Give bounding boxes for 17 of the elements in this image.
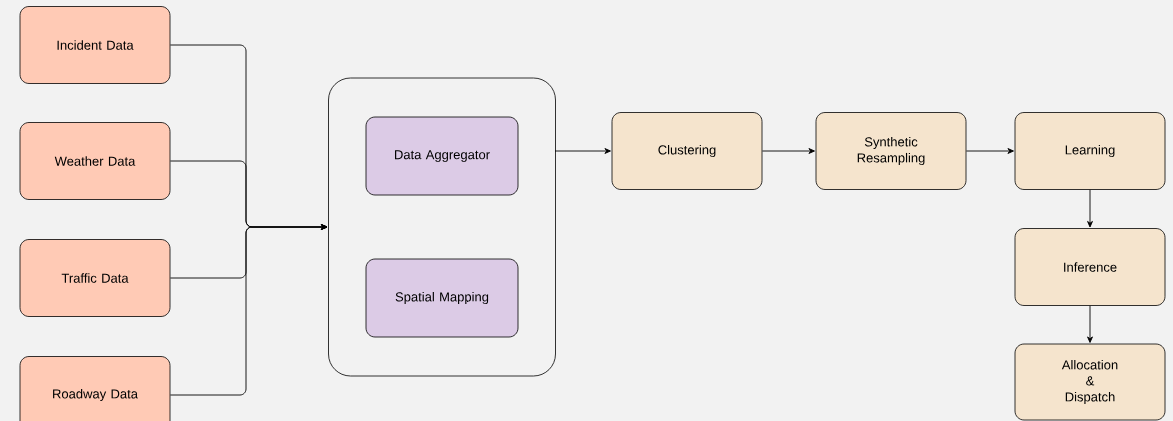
input-box: Weather Data: [19, 122, 171, 200]
process-box: Clustering: [611, 112, 763, 190]
arrow: [761, 148, 815, 154]
process-box: Synthetic Resampling: [815, 112, 967, 190]
arrow: [554, 148, 611, 154]
arrow: [1087, 305, 1093, 343]
process-box: Allocation & Dispatch: [1014, 343, 1166, 421]
process-box: Inference: [1014, 228, 1166, 306]
arrow: [965, 148, 1014, 154]
input-box: Incident Data: [19, 6, 171, 84]
process-box: Data Aggregator: [365, 116, 519, 196]
process-box: Learning: [1014, 112, 1166, 190]
arrow: [1087, 189, 1093, 228]
input-box: Traffic Data: [19, 239, 171, 317]
input-box: Roadway Data: [19, 356, 171, 421]
process-box: Spatial Mapping: [365, 258, 519, 338]
arrow: [169, 224, 328, 396]
